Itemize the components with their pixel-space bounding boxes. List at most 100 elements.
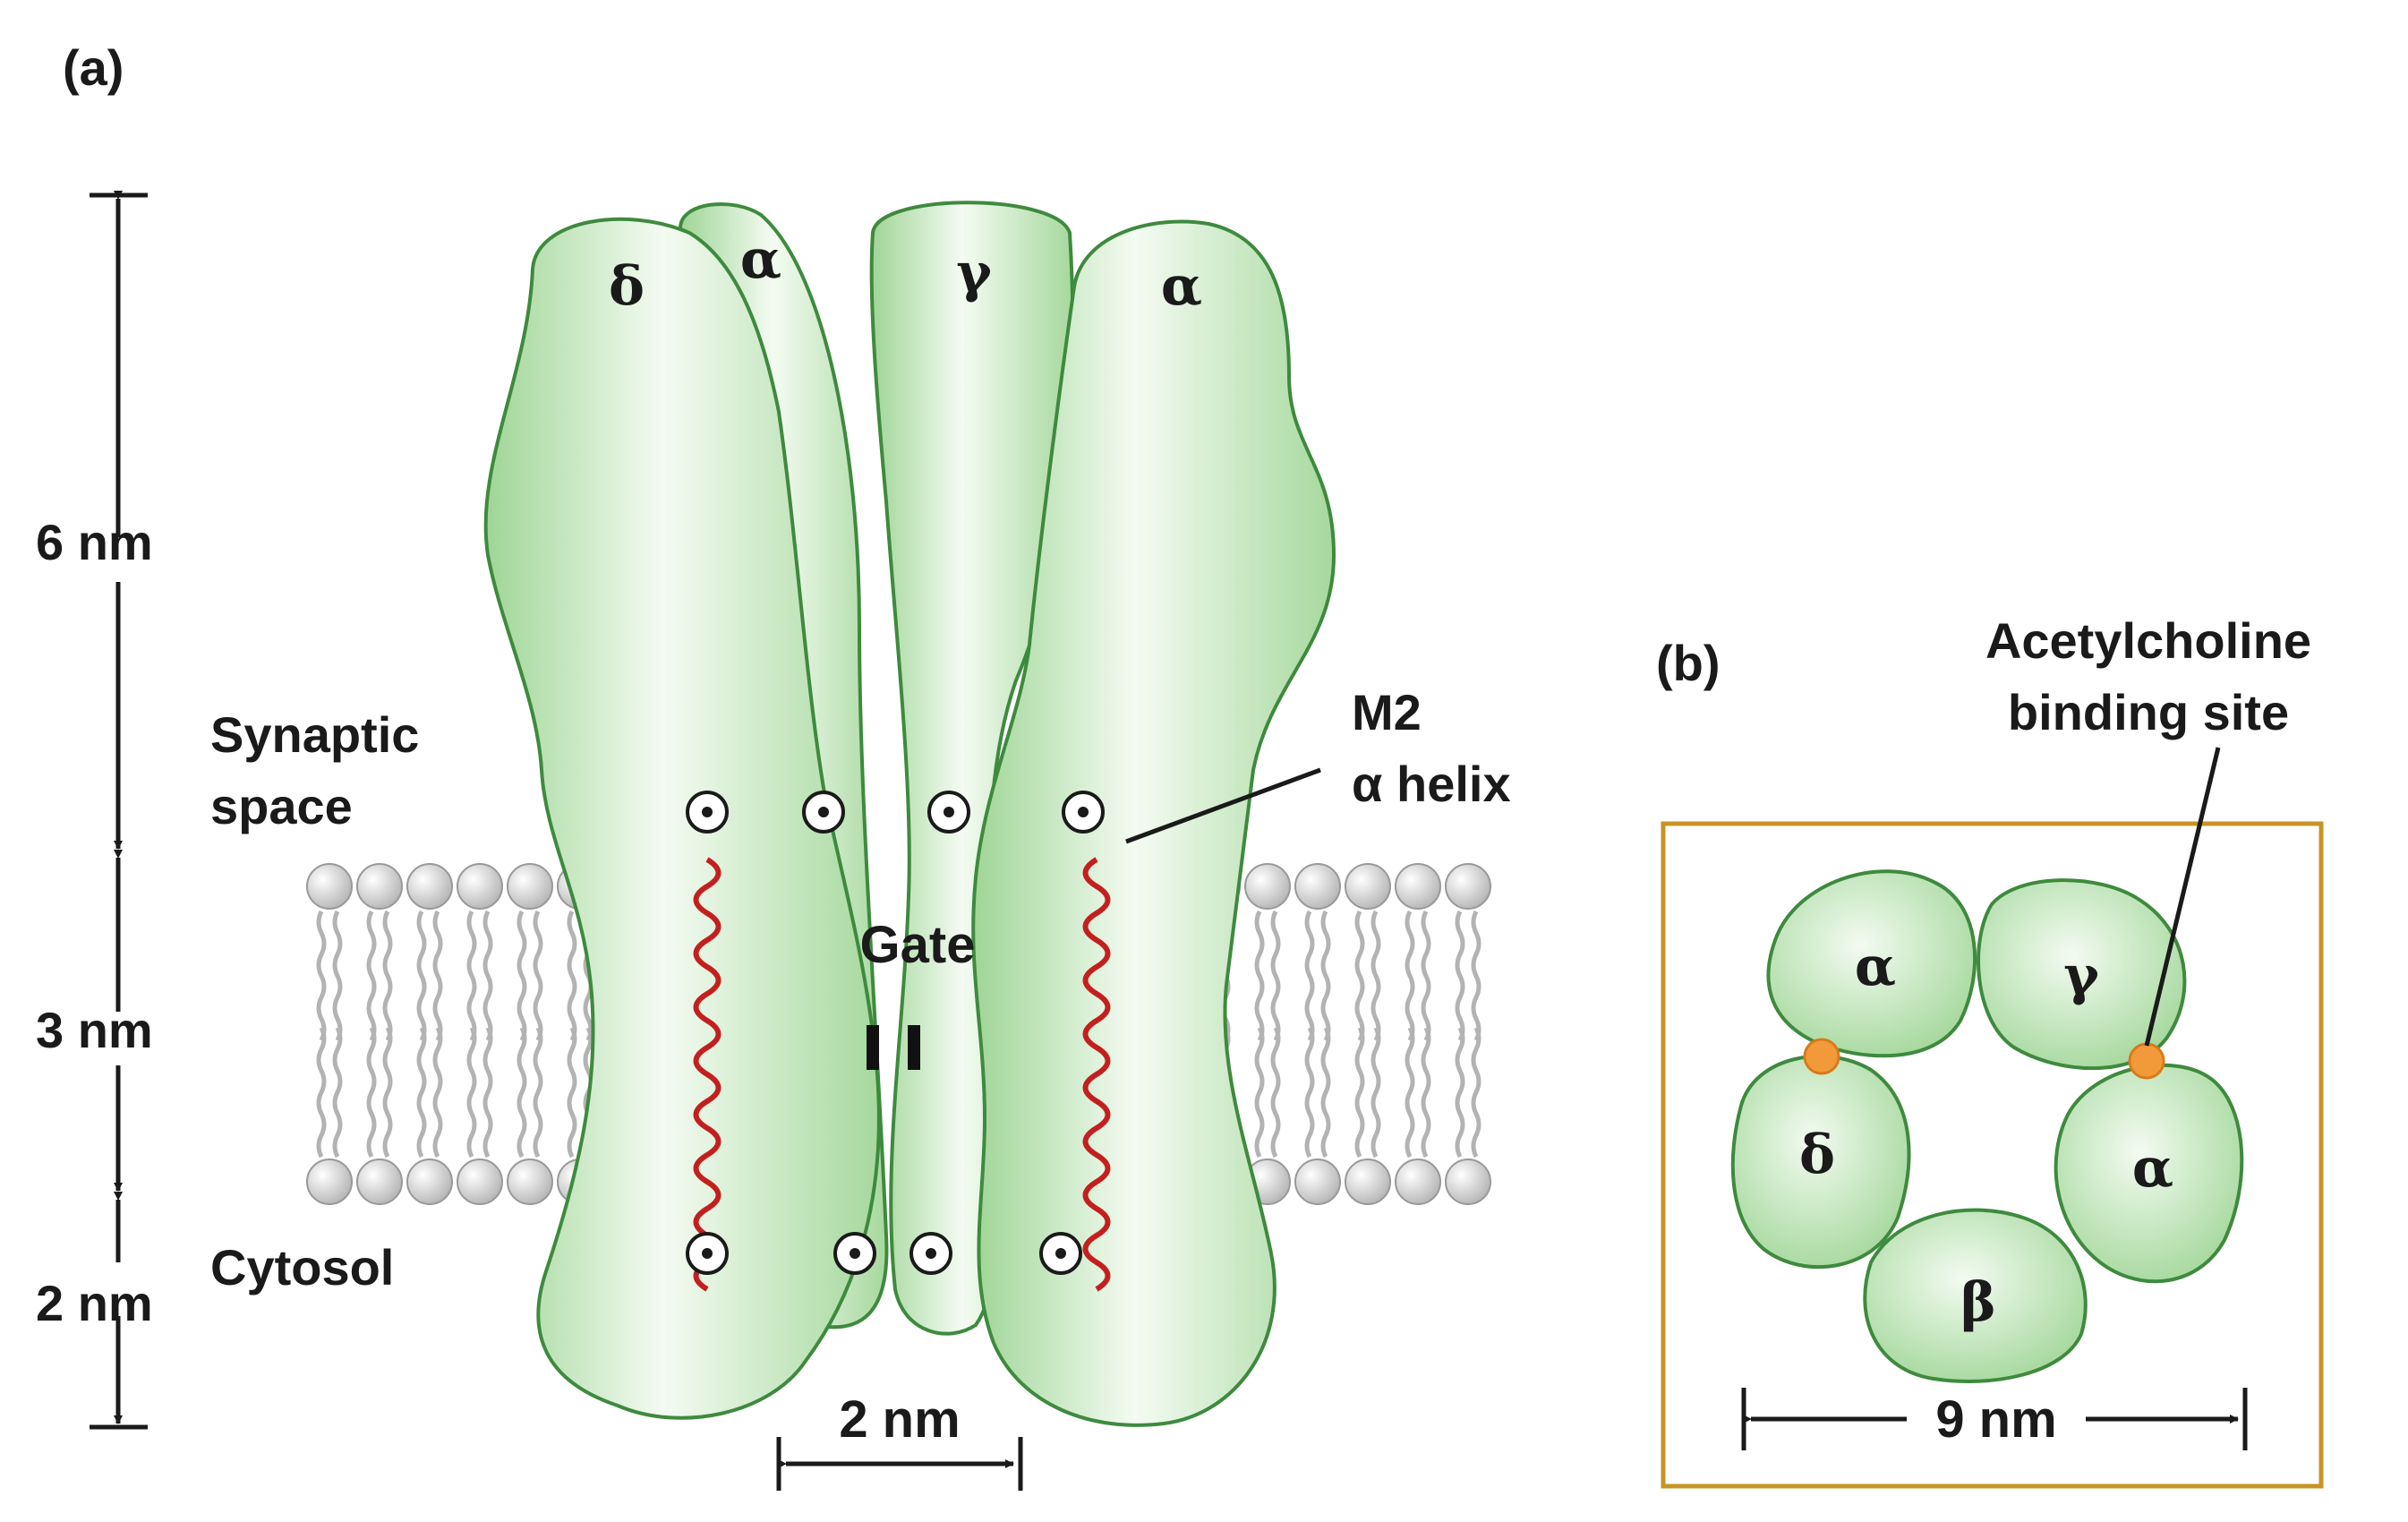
lipid-tail <box>1270 910 1281 1042</box>
panel-b-label: (b) <box>1656 635 1721 691</box>
lipid-tail <box>416 910 427 1042</box>
lipid-tail <box>1320 910 1331 1042</box>
charge-dot <box>818 807 829 817</box>
lipid-tail <box>1304 1026 1315 1159</box>
gate-bar-left <box>867 1025 879 1070</box>
lipid-tail <box>1304 910 1315 1042</box>
cytosol-label: Cytosol <box>210 1239 394 1295</box>
synaptic-space-label-line2: space <box>210 778 353 834</box>
top-label-gamma: γ <box>2063 945 2099 1007</box>
lipid-tail <box>1405 910 1415 1042</box>
lipid-head <box>507 863 553 910</box>
lipid-head <box>406 863 453 910</box>
lipid-tail <box>466 910 477 1042</box>
width-label-bg <box>1907 1388 2086 1450</box>
lipid-tail <box>1354 910 1365 1042</box>
dimension-2nm-pore: 2 nm <box>839 1390 960 1449</box>
lipid-head <box>1294 863 1341 910</box>
lipid-tail <box>482 1026 493 1159</box>
dimension-3nm: 3 nm <box>36 1002 153 1058</box>
vertical-scale <box>90 191 148 1430</box>
dimension-9nm: 9 nm <box>1935 1390 2056 1449</box>
binding-site-left <box>1803 1038 1840 1075</box>
panel-a-label: (a) <box>63 39 124 96</box>
binding-site-right <box>2128 1042 2165 1080</box>
lipid-tail <box>517 910 527 1042</box>
lipid-tail <box>416 1026 427 1159</box>
lipid-tail <box>332 1026 343 1159</box>
lipid-tail <box>533 910 543 1042</box>
dimension-6nm: 6 nm <box>36 514 153 570</box>
charge-dot <box>1055 1248 1066 1259</box>
lipid-tail <box>432 1026 443 1159</box>
lipid-head <box>507 1159 553 1205</box>
gate-bar-right <box>908 1025 920 1070</box>
lipid-tail <box>316 910 327 1042</box>
pore-width-scale <box>776 1437 1023 1491</box>
m2-helix-right <box>1082 857 1111 1292</box>
pore-label-bg <box>810 1383 989 1446</box>
lipid-head <box>1395 1159 1441 1205</box>
charge-dot <box>702 1248 713 1259</box>
top-subunit-gamma <box>1977 878 2187 1071</box>
lipid-head <box>457 863 503 910</box>
gate-label: Gate <box>860 916 976 974</box>
lipid-head <box>1445 863 1491 910</box>
lipid-head <box>1345 1159 1391 1205</box>
charge-dot <box>926 1248 936 1259</box>
charge-dot <box>850 1248 860 1259</box>
lipid-tail <box>432 910 443 1042</box>
lipid-tail <box>1421 1026 1431 1159</box>
lipid-tail <box>1320 1026 1331 1159</box>
lipid-head <box>1395 863 1441 910</box>
lipid-tail <box>1270 1026 1281 1159</box>
m2-label-line1: M2 <box>1352 684 1422 740</box>
dimension-2nm-vertical: 2 nm <box>36 1275 153 1331</box>
top-label-delta: δ <box>1799 1124 1835 1186</box>
subunit-label-gamma: γ <box>956 242 992 304</box>
lipid-tail <box>382 1026 393 1159</box>
receptor-top-view <box>1730 869 2244 1383</box>
subunit-label-delta: δ <box>609 255 645 318</box>
subunit-label-alpha-back: α <box>740 228 781 291</box>
lipid-tail <box>1471 1026 1482 1159</box>
receptor-side-view <box>483 201 1336 1427</box>
lipid-tail <box>1455 910 1465 1042</box>
lipid-head <box>1244 863 1291 910</box>
charge-dot <box>944 807 954 817</box>
lipid-tail <box>466 1026 477 1159</box>
lipid-head <box>306 863 353 910</box>
lipid-tail <box>567 1026 577 1159</box>
top-subunit-beta <box>1863 1208 2088 1383</box>
lipid-tail <box>366 910 377 1042</box>
lipid-tail <box>382 910 393 1042</box>
lipid-head <box>306 1159 353 1205</box>
lipid-head <box>356 1159 403 1205</box>
binding-site-label-line1: Acetylcholine <box>1985 612 2311 669</box>
lipid-tail <box>517 1026 527 1159</box>
top-label-beta: β <box>1960 1271 1996 1334</box>
charge-dot <box>702 807 713 817</box>
lipid-head <box>356 863 403 910</box>
top-label-alpha-1: α <box>1855 936 1896 998</box>
lipid-head <box>406 1159 453 1205</box>
m2-leader-line <box>1125 767 1321 844</box>
top-label-alpha-2: α <box>2132 1137 2173 1200</box>
lipid-tail <box>1254 1026 1265 1159</box>
top-subunit-alpha-1 <box>1766 869 1977 1058</box>
lipid-head <box>1294 1159 1341 1205</box>
lipid-tail <box>1471 910 1482 1042</box>
lipid-tail <box>1421 910 1431 1042</box>
subunit-alpha <box>971 219 1336 1427</box>
lipid-tail <box>1371 1026 1381 1159</box>
lipid-tail <box>482 910 493 1042</box>
lipid-tail <box>1371 910 1381 1042</box>
binding-site-label-line2: binding site <box>2008 684 2289 740</box>
binding-site-leader-line <box>2144 747 2221 1047</box>
subunit-delta <box>483 217 881 1420</box>
charge-dot <box>1078 807 1089 817</box>
lipid-tail <box>533 1026 543 1159</box>
lipid-head <box>1345 863 1391 910</box>
lipid-tail <box>316 1026 327 1159</box>
